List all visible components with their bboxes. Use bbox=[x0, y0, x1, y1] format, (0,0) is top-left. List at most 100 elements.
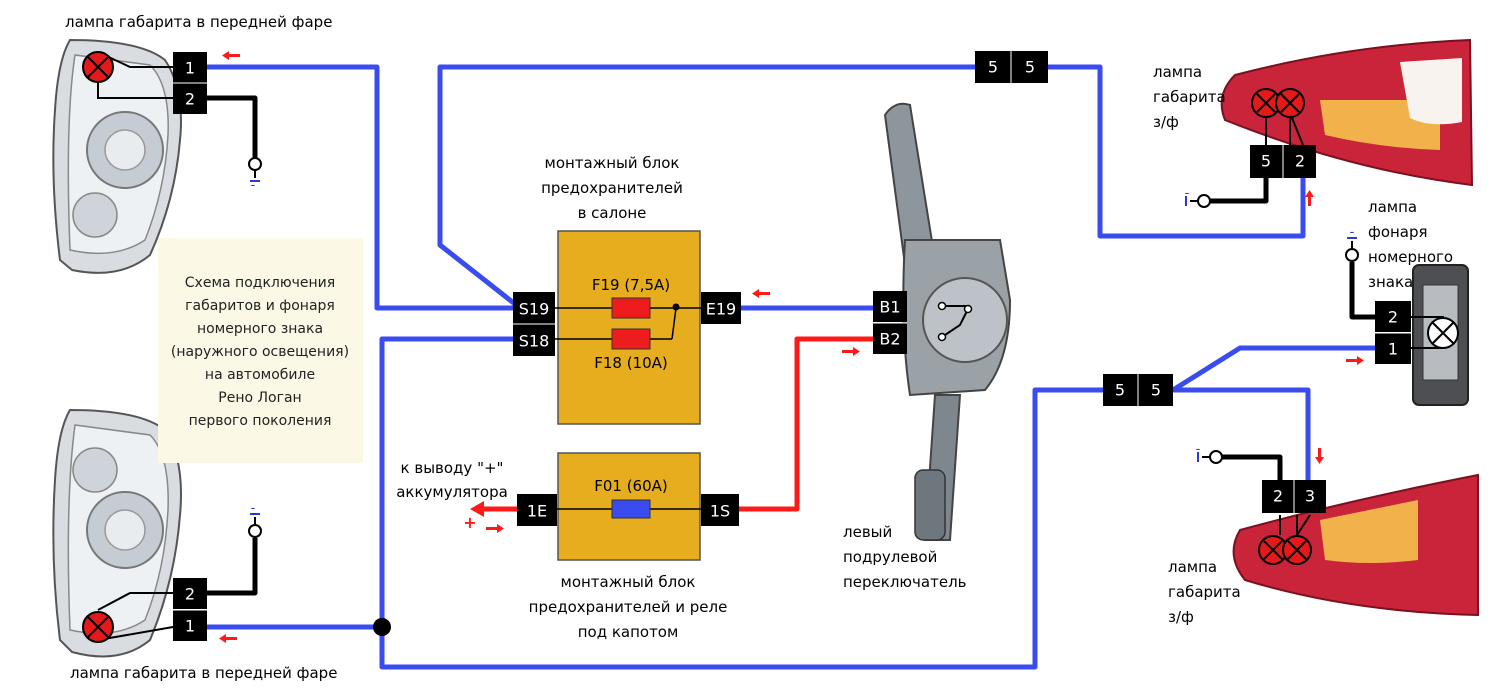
arrow-up-icon bbox=[1305, 190, 1314, 206]
arrow-down-icon bbox=[1315, 448, 1324, 464]
note-line-6: Рено Логан bbox=[218, 390, 301, 406]
pin-plate-2: 2 bbox=[1388, 308, 1398, 327]
ground-symbols bbox=[248, 157, 1359, 538]
current-arrows bbox=[219, 51, 1364, 643]
label-fuse-block-salon: монтажный блок предохранителей в салоне bbox=[541, 154, 683, 222]
svg-text:габарита: габарита bbox=[1168, 583, 1241, 601]
pin-b1: B1 bbox=[879, 298, 900, 317]
rear-lamp-bottom-picture bbox=[1232, 473, 1479, 617]
svg-text:габарита: габарита bbox=[1153, 88, 1226, 106]
lamp-rear-bottom-icon-2 bbox=[1282, 535, 1312, 565]
arrow-left-icon bbox=[219, 634, 237, 643]
arrow-left-icon bbox=[222, 51, 240, 60]
label-fuse-block-hood: монтажный блок предохранителей и реле по… bbox=[529, 573, 728, 641]
label-front-lamp-bottom: лампа габарита в передней фаре bbox=[70, 664, 337, 682]
red-wires bbox=[478, 336, 873, 512]
arrow-right-icon bbox=[486, 524, 504, 533]
lamp-front-bottom-icon bbox=[82, 611, 114, 643]
fuse-f18 bbox=[611, 328, 651, 350]
pin-plate-1: 1 bbox=[1388, 340, 1398, 359]
fuse-f01-label: F01 (60A) bbox=[594, 477, 668, 495]
svg-text:переключатель: переключатель bbox=[843, 573, 967, 591]
splice-dot bbox=[373, 618, 391, 636]
svg-text:левый: левый bbox=[843, 523, 892, 541]
note-line-7: первого поколения bbox=[189, 413, 332, 429]
note-line-2: габаритов и фонаря bbox=[185, 298, 335, 314]
fuse-f01 bbox=[611, 499, 651, 519]
arrow-right-icon bbox=[842, 347, 860, 356]
minus-mark-front-bottom: - bbox=[251, 501, 256, 516]
note-box bbox=[158, 238, 363, 463]
svg-text:предохранителей и реле: предохранителей и реле bbox=[529, 598, 728, 616]
pin-1e: 1E bbox=[527, 502, 547, 521]
pin-s18: S18 bbox=[519, 332, 550, 351]
pin-front-bottom-2: 2 bbox=[185, 585, 195, 604]
pin-mid-5b: 5 bbox=[1151, 381, 1161, 400]
note-line-5: на автомобиле bbox=[205, 367, 315, 383]
svg-text:в салоне: в салоне bbox=[578, 204, 647, 222]
svg-text:к выводу "+": к выводу "+" bbox=[401, 459, 504, 477]
note-line-1: Схема подключения bbox=[185, 275, 335, 291]
pin-1s: 1S bbox=[710, 502, 730, 521]
svg-text:лампа: лампа bbox=[1368, 198, 1417, 216]
arrow-right-icon bbox=[1346, 356, 1364, 365]
switch-contact-b2 bbox=[937, 332, 947, 342]
svg-text:подрулевой: подрулевой bbox=[843, 548, 937, 566]
battery-arrow bbox=[470, 501, 484, 517]
lamp-rear-top-icon-2 bbox=[1275, 88, 1305, 118]
rear-lamp-top-picture bbox=[1220, 38, 1474, 187]
minus-mark-rear-bottom: - bbox=[1196, 442, 1201, 457]
minus-mark-plate: - bbox=[1350, 225, 1355, 240]
pin-top-5b: 5 bbox=[1025, 58, 1035, 77]
svg-text:фонаря: фонаря bbox=[1368, 223, 1428, 241]
pin-s19: S19 bbox=[519, 300, 550, 319]
minus-mark-front-top: - bbox=[251, 178, 256, 193]
label-rear-lamp-bottom: лампа габарита з/ф bbox=[1168, 558, 1241, 626]
pin-mid-5a: 5 bbox=[1115, 381, 1125, 400]
lamp-rear-top-icon-1 bbox=[1251, 88, 1281, 118]
svg-text:номерного: номерного bbox=[1368, 248, 1453, 266]
lamp-plate-icon bbox=[1427, 317, 1459, 349]
pin-rear-top-2: 2 bbox=[1295, 152, 1305, 171]
lamp-front-top-icon bbox=[82, 51, 114, 83]
fuse-junction-dot bbox=[672, 303, 680, 311]
lamp-symbols bbox=[82, 51, 1459, 643]
pin-rear-top-5: 5 bbox=[1261, 152, 1271, 171]
svg-text:под капотом: под капотом bbox=[578, 623, 679, 641]
front-headlight-top-picture bbox=[52, 38, 182, 274]
pin-rear-bottom-3: 3 bbox=[1305, 487, 1315, 506]
pin-front-top-1: 1 bbox=[185, 59, 195, 78]
svg-text:лампа: лампа bbox=[1168, 558, 1217, 576]
fuse-f19-label: F19 (7,5A) bbox=[592, 276, 670, 294]
blue-wires bbox=[207, 64, 1375, 670]
pin-b2: B2 bbox=[879, 330, 900, 349]
switch-contact-b1 bbox=[937, 301, 947, 311]
svg-text:з/ф: з/ф bbox=[1153, 113, 1179, 131]
svg-text:монтажный блок: монтажный блок bbox=[545, 154, 680, 172]
note-line-3: номерного знака bbox=[197, 321, 323, 337]
pin-top-5a: 5 bbox=[988, 58, 998, 77]
black-wires bbox=[207, 95, 1375, 596]
label-plate-lamp: лампа фонаря номерного знака bbox=[1368, 198, 1453, 291]
pin-front-top-2: 2 bbox=[185, 90, 195, 109]
label-battery: к выводу "+" аккумулятора bbox=[396, 459, 508, 501]
minus-mark-rear-top: - bbox=[1185, 186, 1190, 201]
pin-front-bottom-1: 1 bbox=[185, 617, 195, 636]
fuse-f18-label: F18 (10A) bbox=[594, 354, 668, 372]
fuse-block-salon bbox=[557, 230, 701, 425]
fuse-f19 bbox=[611, 297, 651, 319]
svg-text:з/ф: з/ф bbox=[1168, 608, 1194, 626]
label-steering-switch: левый подрулевой переключатель bbox=[843, 523, 967, 591]
connectors: 1 2 2 1 S19 S18 E19 B1 B2 1E 1S 5 5 5 5 … bbox=[173, 51, 1411, 641]
arrow-left-icon bbox=[752, 289, 770, 298]
note-text: Схема подключения габаритов и фонаря ном… bbox=[171, 275, 349, 429]
label-front-lamp-top: лампа габарита в передней фаре bbox=[65, 13, 332, 31]
svg-text:лампа: лампа bbox=[1153, 63, 1202, 81]
switch-contact-common bbox=[963, 304, 973, 314]
front-headlight-bottom-picture bbox=[52, 408, 182, 658]
svg-text:предохранителей: предохранителей bbox=[541, 179, 683, 197]
plus-mark-battery: + bbox=[463, 513, 476, 532]
lamp-rear-bottom-icon-1 bbox=[1258, 535, 1288, 565]
svg-text:аккумулятора: аккумулятора bbox=[396, 483, 508, 501]
